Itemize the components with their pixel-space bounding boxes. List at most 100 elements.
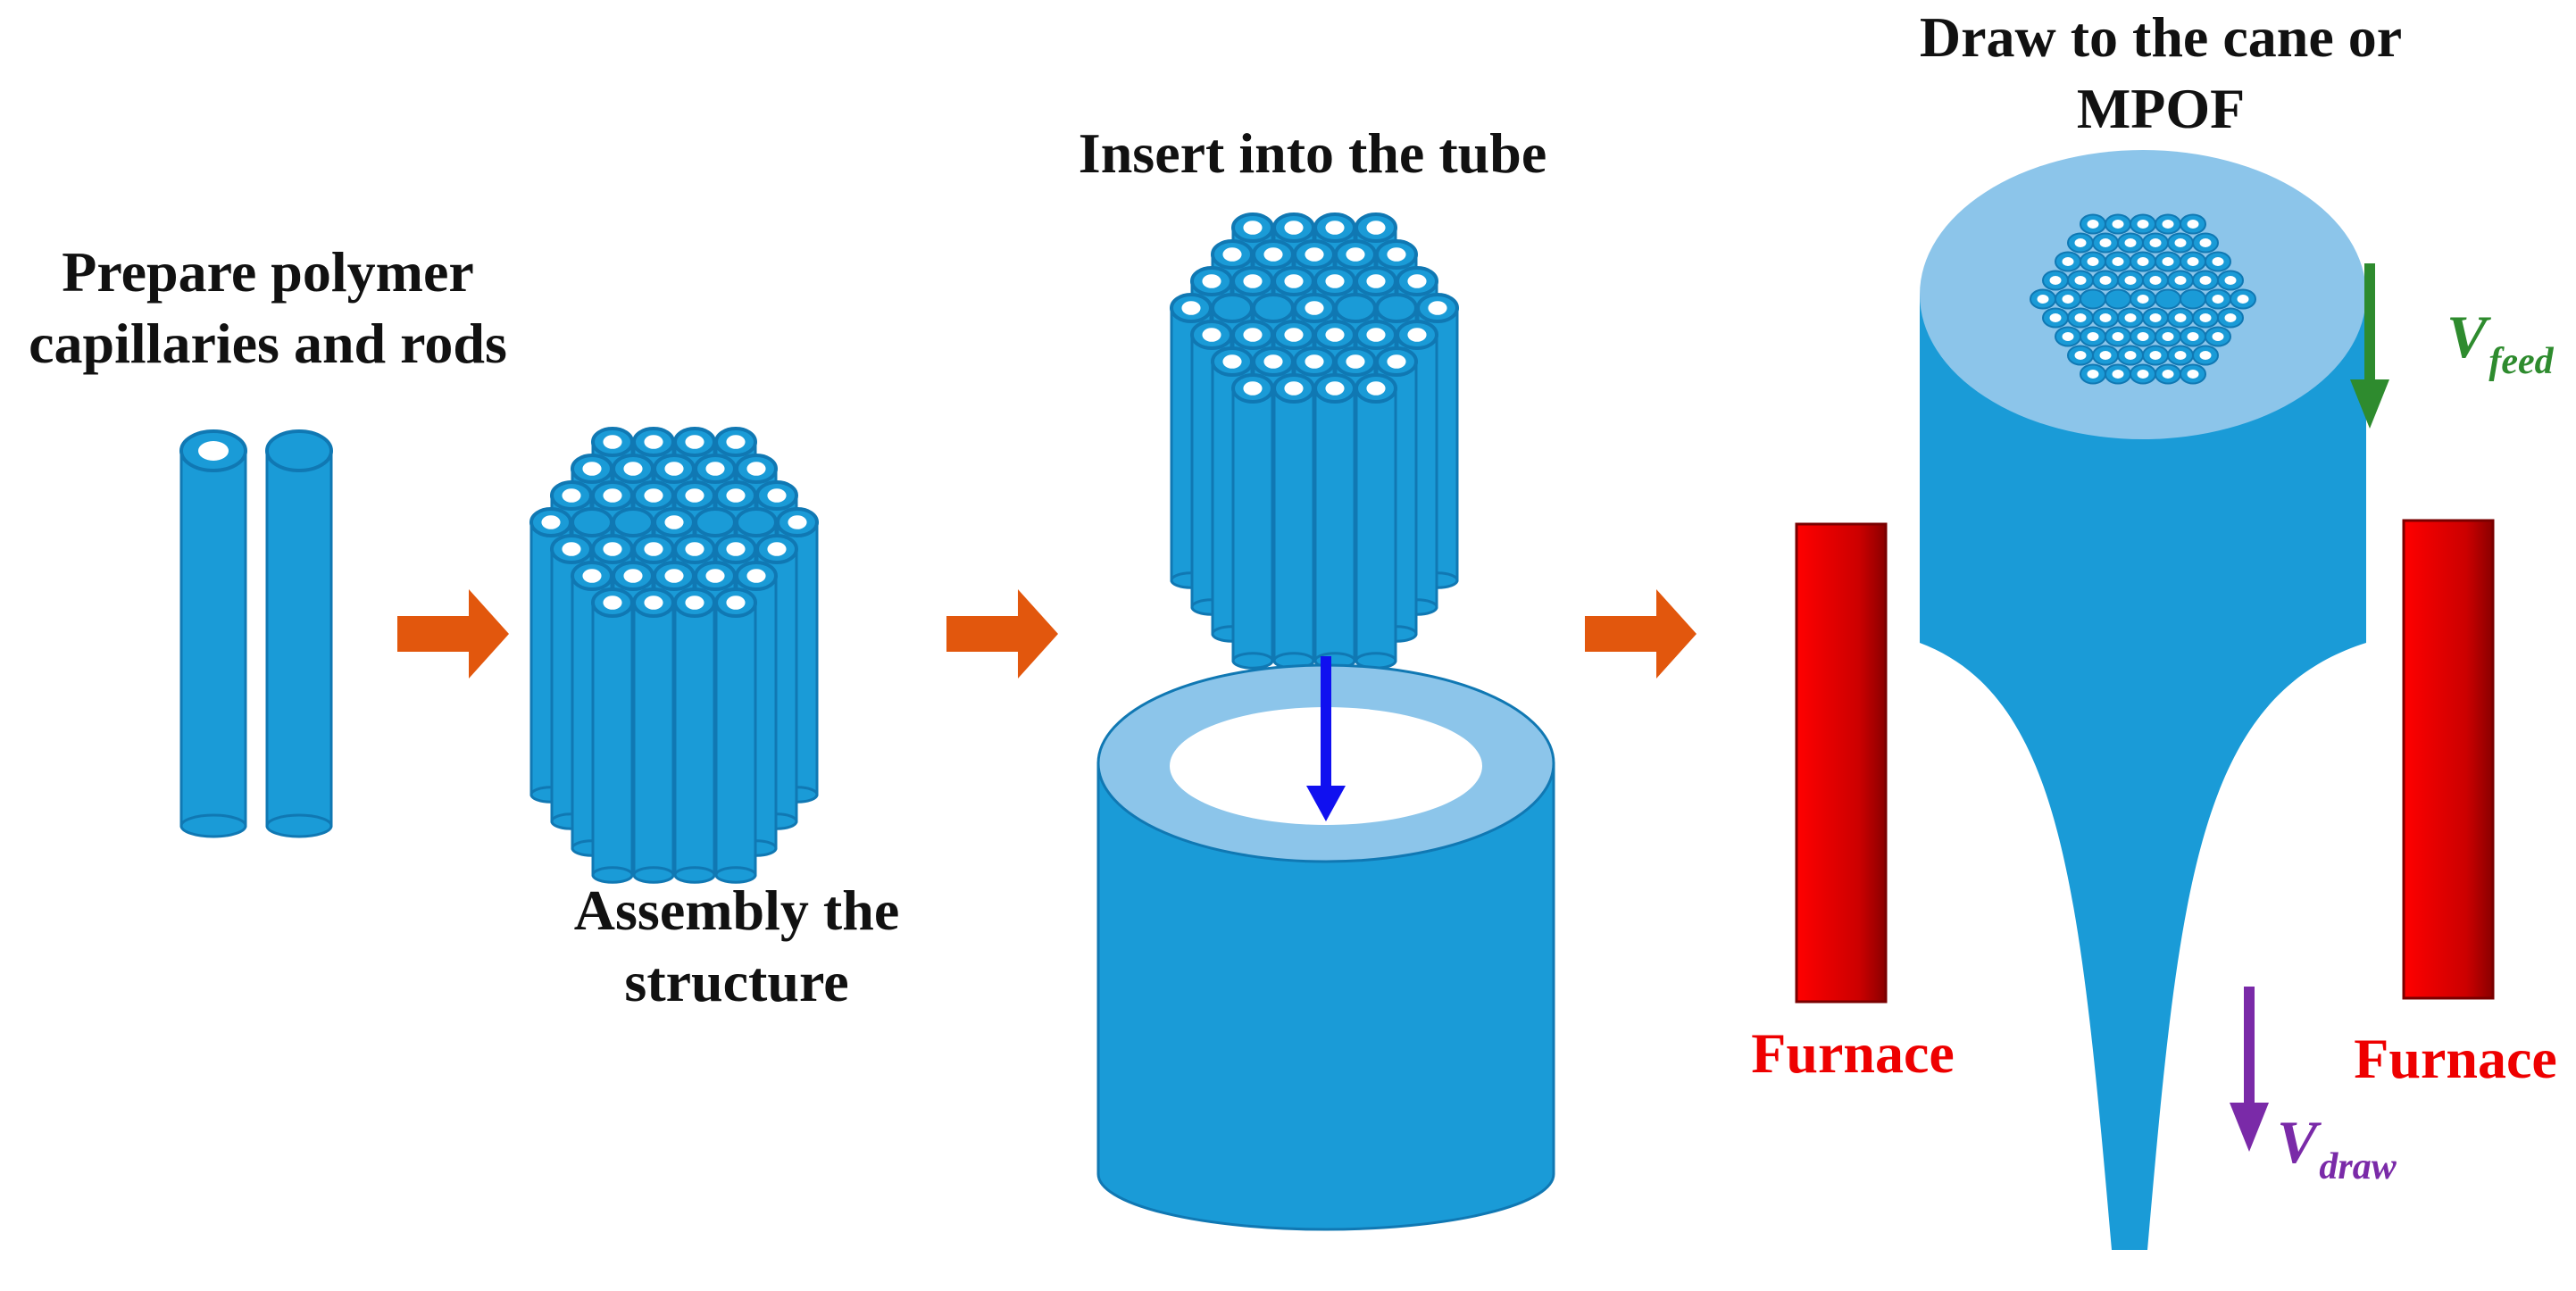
preform-hole <box>2130 363 2156 385</box>
preform-hole <box>2055 326 2081 347</box>
draw-label-line1: Draw to the cane or <box>1919 5 2403 69</box>
preform-hole <box>2180 288 2206 310</box>
preform-hole <box>2080 251 2106 272</box>
preform-hole <box>2080 326 2106 347</box>
preform-hole <box>2042 307 2069 329</box>
preform-hole <box>2067 345 2094 366</box>
preform-hole <box>2130 326 2156 347</box>
preform-hole-pattern <box>2030 213 2256 385</box>
preform-hole <box>2155 213 2181 235</box>
preform-hole <box>2105 326 2131 347</box>
preform-hole <box>2142 345 2169 366</box>
solid-rod <box>265 429 333 838</box>
feed-velocity-label: Vfeed <box>2447 302 2554 382</box>
preform-hole <box>2192 307 2219 329</box>
assembly-label-line2: structure <box>624 950 849 1013</box>
preform-hole <box>2067 307 2094 329</box>
draw-arrow <box>2230 987 2269 1152</box>
jacket-tube <box>1096 663 1555 1231</box>
preform-hole <box>2180 326 2206 347</box>
preform-hole <box>2067 232 2094 254</box>
draw-step-label: Draw to the cane or MPOF <box>1822 2 2500 145</box>
step-arrow-3 <box>1585 589 1696 679</box>
preform-hole <box>2167 270 2194 291</box>
preform-hole <box>2080 213 2106 235</box>
bundle-tube <box>1272 373 1315 670</box>
preform-hole <box>2092 307 2119 329</box>
draw-velocity-subscript: draw <box>2319 1146 2397 1187</box>
preform-hole <box>2217 270 2244 291</box>
preform-hole <box>2155 363 2181 385</box>
furnace-right-label: Furnace <box>2354 1027 2557 1090</box>
preform-hole <box>2167 232 2194 254</box>
preform-hole <box>2055 288 2081 310</box>
preform-hole <box>2155 288 2181 310</box>
preform-hole <box>2205 288 2231 310</box>
preform-hole <box>2117 345 2144 366</box>
draw-velocity-symbol: V <box>2277 1108 2318 1176</box>
preform-hole <box>2105 363 2131 385</box>
preform-hole <box>2105 251 2131 272</box>
step-arrow-1 <box>397 589 509 679</box>
preform-hole <box>2042 270 2069 291</box>
feed-velocity-symbol: V <box>2447 303 2488 371</box>
preform-hole <box>2117 307 2144 329</box>
preform-hole <box>2205 326 2231 347</box>
furnace-left <box>1795 522 1888 1004</box>
preform-hole <box>2142 307 2169 329</box>
furnace-left-label: Furnace <box>1751 1021 1955 1085</box>
capillary-tube <box>179 429 247 838</box>
insert-arrow <box>1306 656 1346 821</box>
preform-hole <box>2117 270 2144 291</box>
feed-velocity-subscript: feed <box>2488 341 2554 382</box>
bundle-tube <box>1313 373 1356 670</box>
feed-arrow <box>2350 263 2389 429</box>
preform-hole <box>2130 288 2156 310</box>
preform-hole <box>2180 213 2206 235</box>
preform-hole <box>2105 288 2131 310</box>
furnace-right <box>2402 519 2495 1000</box>
bundle-tube <box>591 587 634 884</box>
assembled-stack <box>529 427 819 884</box>
draw-velocity-label: Vdraw <box>2277 1107 2397 1187</box>
preform-hole <box>2167 307 2194 329</box>
preform-hole <box>2155 326 2181 347</box>
preform-hole <box>2217 307 2244 329</box>
preform-hole <box>2030 288 2056 310</box>
assembly-step-label: Assembly the structure <box>522 875 951 1018</box>
preform-hole <box>2192 270 2219 291</box>
preform-hole <box>2142 232 2169 254</box>
preform-hole <box>2092 270 2119 291</box>
preform-hole <box>2080 363 2106 385</box>
prepare-label-line1: Prepare polymer <box>62 240 474 304</box>
preform-hole <box>2080 288 2106 310</box>
preform-hole <box>2092 232 2119 254</box>
preform-hole <box>2130 213 2156 235</box>
step-arrow-2 <box>946 589 1058 679</box>
preform-hole <box>2167 345 2194 366</box>
preform-hole <box>2230 288 2256 310</box>
insert-label-line1: Insert into the tube <box>1078 121 1547 185</box>
bundle-tube <box>632 587 675 884</box>
insert-step-label: Insert into the tube <box>1027 118 1598 189</box>
bundle-tube <box>673 587 716 884</box>
bundle-tube <box>714 587 757 884</box>
preform-hole <box>2142 270 2169 291</box>
bundle-tube <box>1355 373 1397 670</box>
assembly-label-line1: Assembly the <box>573 879 900 942</box>
preform-hole <box>2105 213 2131 235</box>
draw-label-line2: MPOF <box>2076 77 2246 140</box>
prepare-label-line2: capillaries and rods <box>29 312 507 375</box>
prepare-step-label: Prepare polymer capillaries and rods <box>0 237 536 379</box>
preform-hole <box>2055 251 2081 272</box>
preform-hole <box>2067 270 2094 291</box>
preform-hole <box>2205 251 2231 272</box>
preform-hole <box>2180 251 2206 272</box>
preform-hole <box>2155 251 2181 272</box>
preform-hole <box>2130 251 2156 272</box>
preform-hole <box>2092 345 2119 366</box>
preform-hole <box>2117 232 2144 254</box>
preform-hole <box>2192 232 2219 254</box>
